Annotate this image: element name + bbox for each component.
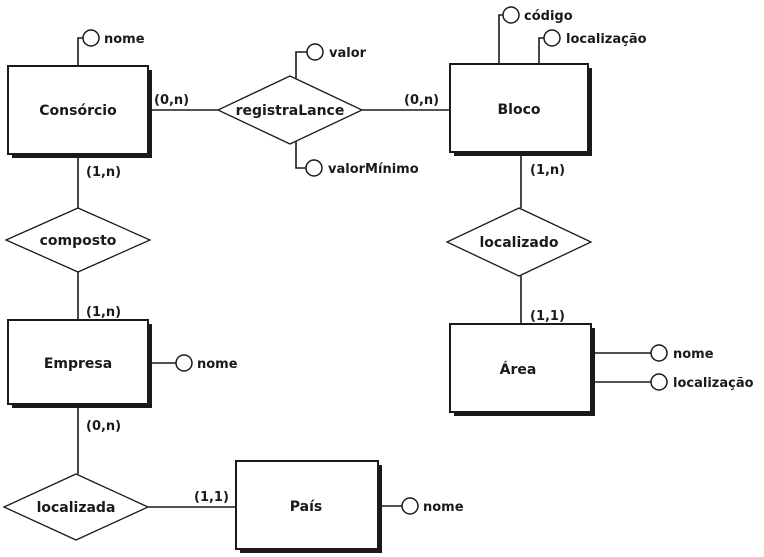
attribute-label: valorMínimo <box>328 162 419 177</box>
attribute-label: valor <box>329 46 367 61</box>
attribute-label: nome <box>197 357 238 372</box>
attribute-label: nome <box>104 32 145 47</box>
relationship-localizada: localizada <box>2 473 150 541</box>
entity-area: Área <box>449 323 595 416</box>
attribute-pais-nome: nome <box>401 497 464 515</box>
relationship-label: localizada <box>37 500 116 516</box>
attribute-label: localização <box>673 376 754 391</box>
relationship-label: registraLance <box>236 103 345 119</box>
cardinality-bloco-registra: (0,n) <box>404 93 439 108</box>
attribute-bloco-codigo: código <box>502 6 573 24</box>
entity-empresa: Empresa <box>7 319 152 408</box>
entity-label: Área <box>500 361 537 378</box>
attribute-circle-icon <box>306 43 324 61</box>
attribute-circle-icon <box>175 354 193 372</box>
attribute-area-localizacao: localização <box>650 373 754 391</box>
cardinality-pais-localizada: (1,1) <box>194 490 229 505</box>
attribute-circle-icon <box>305 159 323 177</box>
relationship-registralance: registraLance <box>216 75 364 145</box>
attribute-circle-icon <box>543 29 561 47</box>
attribute-consorcio-nome: nome <box>82 29 145 47</box>
cardinality-consorcio-composto: (1,n) <box>86 165 121 180</box>
relationship-label: composto <box>40 233 117 249</box>
relationship-localizado: localizado <box>445 207 593 277</box>
edge-registralance-valorminimo <box>295 130 306 169</box>
edge-bloco-codigo <box>498 14 503 64</box>
attribute-circle-icon <box>502 6 520 24</box>
attribute-label: nome <box>673 347 714 362</box>
entity-pais: País <box>235 460 382 553</box>
entity-label: País <box>290 499 322 515</box>
cardinality-consorcio-registra: (0,n) <box>154 93 189 108</box>
entity-bloco: Bloco <box>449 63 592 156</box>
edge-registralance-valor <box>295 51 307 90</box>
entity-consorcio: Consórcio <box>7 65 152 158</box>
entity-label: Bloco <box>497 102 540 118</box>
edges <box>77 14 651 508</box>
attribute-circle-icon <box>650 344 668 362</box>
attribute-label: código <box>524 9 573 24</box>
relationship-composto: composto <box>4 207 152 273</box>
attribute-circle-icon <box>650 373 668 391</box>
cardinality-empresa-localizada: (0,n) <box>86 419 121 434</box>
attribute-label: nome <box>423 500 464 515</box>
cardinality-empresa-composto: (1,n) <box>86 305 121 320</box>
attribute-label: localização <box>566 32 647 47</box>
attribute-circle-icon <box>401 497 419 515</box>
attribute-lance-valorminimo: valorMínimo <box>305 159 419 177</box>
relationship-label: localizado <box>480 235 559 251</box>
attribute-lance-valor: valor <box>306 43 367 61</box>
attribute-empresa-nome: nome <box>175 354 238 372</box>
cardinalities: (0,n) (0,n) (1,n) (1,n) (1,n) (1,1) (0,n… <box>86 93 565 505</box>
attribute-bloco-localizacao: localização <box>543 29 647 47</box>
cardinality-area-localizado: (1,1) <box>530 309 565 324</box>
attribute-area-nome: nome <box>650 344 714 362</box>
entity-label: Consórcio <box>39 103 117 119</box>
attribute-circle-icon <box>82 29 100 47</box>
edge-bloco-localizacao <box>538 37 544 64</box>
entity-label: Empresa <box>44 356 112 372</box>
edge-consorcio-nome <box>77 37 83 66</box>
cardinality-bloco-localizado: (1,n) <box>530 163 565 178</box>
